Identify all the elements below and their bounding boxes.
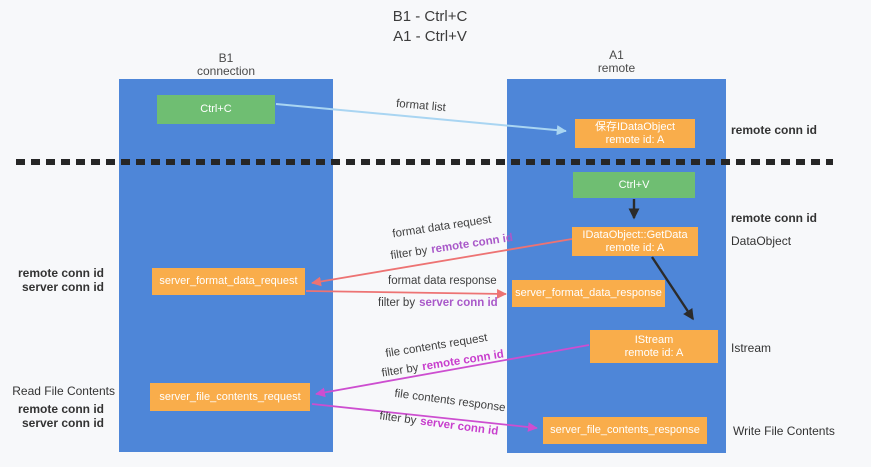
lane-header-a1-role: remote (597, 61, 636, 75)
node-istream-line2: remote id: A (624, 346, 684, 359)
node-istream-line1: IStream (634, 333, 674, 346)
filter-by-text: filter by (380, 361, 420, 380)
server-conn-id-key: server conn id (419, 297, 498, 309)
title-line-1: B1 - Ctrl+C (392, 8, 468, 25)
diagram-title: B1 - Ctrl+C A1 - Ctrl+V (0, 7, 860, 47)
left-server-conn-id-top: server conn id (21, 280, 104, 294)
istream-label: Istream (731, 341, 772, 355)
node-save-idataobject-line2: remote id: A (605, 133, 665, 146)
node-ctrl-c: Ctrl+C (157, 95, 275, 124)
left-remote-conn-id-bottom: remote conn id (17, 402, 104, 416)
node-getdata-line1: IDataObject::GetData (582, 228, 688, 241)
node-save-idataobject: 保存IDataObject remote id: A (575, 119, 695, 148)
node-format-response-label: server_format_data_response (515, 287, 662, 299)
node-ctrl-v-label: Ctrl+V (618, 178, 650, 191)
node-server-format-data-response: server_format_data_response (512, 280, 665, 307)
node-idataobject-getdata: IDataObject::GetData remote id: A (572, 227, 698, 256)
right-remote-conn-id-mid: remote conn id (731, 211, 818, 225)
lane-header-b1: B1 connection (119, 52, 333, 78)
node-ctrl-c-label: Ctrl+C (200, 103, 232, 115)
node-istream: IStream remote id: A (590, 330, 718, 363)
node-file-request-label: server_file_contents_request (159, 390, 301, 403)
format-data-response-label: format data response (388, 275, 497, 287)
node-server-file-contents-response: server_file_contents_response (543, 417, 707, 444)
title-line-2: A1 - Ctrl+V (393, 28, 467, 45)
write-file-contents-label: Write File Contents (733, 424, 835, 438)
file-contents-response-label: file contents response (393, 387, 507, 415)
filter-by-text: filter by (389, 244, 429, 263)
right-remote-conn-id-top: remote conn id (731, 123, 818, 137)
format-list-label: format list (395, 97, 447, 115)
format-data-response-arrow (305, 289, 507, 299)
dataobject-label: DataObject (731, 234, 792, 248)
node-format-request-label: server_format_data_request (159, 275, 298, 287)
node-ctrl-v: Ctrl+V (573, 172, 695, 198)
left-server-conn-id-bottom: server conn id (21, 416, 104, 430)
lane-header-a1-name: A1 (609, 48, 624, 62)
node-server-format-data-request: server_format_data_request (152, 268, 305, 295)
lane-header-b1-role: connection (196, 64, 256, 78)
filter-by-text: filter by (378, 410, 418, 427)
node-file-response-label: server_file_contents_response (550, 424, 700, 436)
filter-by-text: filter by (378, 297, 416, 309)
node-getdata-line2: remote id: A (605, 241, 665, 254)
read-file-contents-label: Read File Contents (12, 384, 115, 398)
server-conn-id-key: server conn id (419, 415, 499, 438)
left-remote-conn-id-top: remote conn id (17, 266, 104, 280)
node-save-idataobject-line1: 保存IDataObject (594, 120, 676, 133)
lane-header-a1: A1 remote (507, 49, 726, 75)
session-divider-dashed-line (16, 159, 833, 165)
node-server-file-contents-request: server_file_contents_request (150, 383, 310, 411)
remote-conn-id-key: remote conn id (430, 231, 514, 256)
lane-header-b1-name: B1 (218, 51, 234, 65)
